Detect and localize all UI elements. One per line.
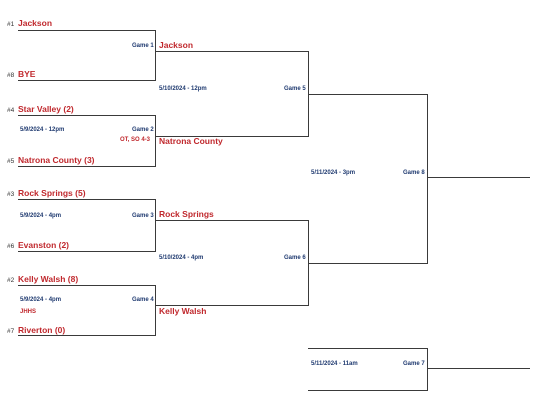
game-label: Game 5 bbox=[284, 86, 306, 92]
bracket-line bbox=[155, 30, 156, 81]
bracket-line bbox=[308, 348, 427, 349]
game-note: OT, SO 4-3 bbox=[120, 137, 151, 143]
team-name: Rock Springs (5) bbox=[18, 188, 86, 198]
seed-label: #8 bbox=[7, 72, 15, 79]
team-name: Jackson bbox=[18, 18, 53, 28]
game-date: 5/9/2024 - 4pm bbox=[20, 213, 62, 219]
team-name: Evanston (2) bbox=[18, 240, 70, 250]
game-label: Game 3 bbox=[132, 213, 154, 219]
game-date: 5/10/2024 - 12pm bbox=[159, 86, 207, 92]
game-label: Game 1 bbox=[132, 43, 154, 49]
bracket-line bbox=[18, 199, 155, 200]
game-label: Game 4 bbox=[132, 297, 154, 303]
bracket-line bbox=[427, 348, 428, 391]
bracket-line bbox=[308, 390, 427, 391]
bracket-line bbox=[155, 115, 156, 167]
bracket-line bbox=[155, 136, 308, 137]
seed-label: #2 bbox=[7, 277, 15, 284]
bracket-line bbox=[155, 285, 156, 336]
game-note: JHHS bbox=[20, 309, 37, 315]
bracket-line bbox=[155, 305, 308, 306]
game-label: Game 7 bbox=[403, 361, 425, 367]
team-name: Jackson bbox=[159, 40, 194, 50]
bracket-line bbox=[155, 51, 308, 52]
bracket-line bbox=[308, 263, 427, 264]
seed-label: #3 bbox=[7, 191, 15, 198]
team-name: Kelly Walsh (8) bbox=[18, 274, 79, 284]
bracket-line bbox=[155, 199, 156, 252]
bracket-line bbox=[18, 115, 155, 116]
bracket-line bbox=[18, 80, 155, 81]
seed-label: #4 bbox=[7, 107, 15, 114]
bracket-line bbox=[155, 220, 308, 221]
bracket-line bbox=[427, 94, 428, 264]
bracket-line bbox=[18, 285, 155, 286]
bracket-line bbox=[18, 166, 155, 167]
team-name: BYE bbox=[18, 69, 36, 79]
bracket-line bbox=[427, 368, 530, 369]
team-name: Kelly Walsh bbox=[159, 306, 207, 316]
seed-label: #6 bbox=[7, 243, 15, 250]
seed-label: #7 bbox=[7, 328, 15, 335]
seed-label: #1 bbox=[7, 21, 15, 28]
game-date: 5/9/2024 - 4pm bbox=[20, 297, 62, 303]
game-date: 5/9/2024 - 12pm bbox=[20, 127, 65, 133]
game-label: Game 2 bbox=[132, 127, 154, 133]
seed-label: #5 bbox=[7, 158, 15, 165]
bracket-line bbox=[18, 251, 155, 252]
bracket-line bbox=[308, 94, 427, 95]
team-name: Riverton (0) bbox=[18, 325, 66, 335]
game-date: 5/11/2024 - 11am bbox=[311, 361, 358, 367]
team-name: Rock Springs bbox=[159, 209, 214, 219]
team-name: Natrona County (3) bbox=[18, 155, 95, 165]
game-label: Game 6 bbox=[284, 255, 306, 261]
game-date: 5/11/2024 - 3pm bbox=[311, 170, 356, 176]
bracket-line bbox=[18, 30, 155, 31]
game-date: 5/10/2024 - 4pm bbox=[159, 255, 204, 261]
team-name: Natrona County bbox=[159, 136, 223, 146]
game-label: Game 8 bbox=[403, 170, 425, 176]
bracket-line bbox=[18, 335, 155, 336]
team-name: Star Valley (2) bbox=[18, 104, 74, 114]
bracket-line bbox=[427, 177, 530, 178]
